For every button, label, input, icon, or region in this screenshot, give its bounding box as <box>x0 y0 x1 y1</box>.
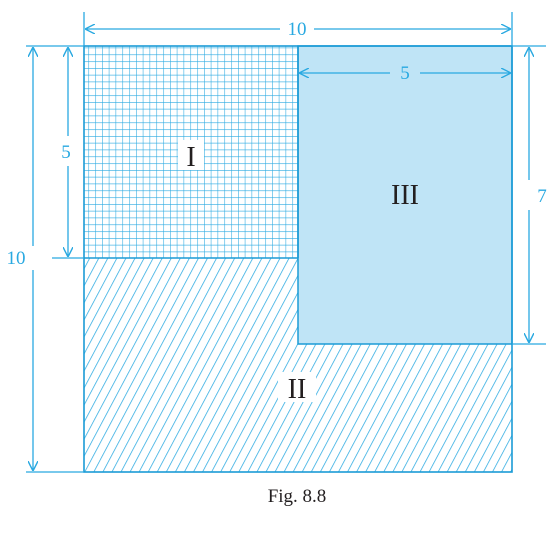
region-i-label: I <box>186 142 195 173</box>
region-i-label-bg <box>178 140 204 170</box>
top-dim-label: 10 <box>288 19 307 40</box>
inner-dim-label: 5 <box>400 63 410 84</box>
figure-caption: Fig. 8.8 <box>268 486 327 507</box>
region-iii-label: III <box>391 180 419 211</box>
right-dim-label: 7 <box>537 186 547 207</box>
left-dim-label: 10 <box>7 248 26 269</box>
region-iii-rect <box>297 45 513 345</box>
left-inner-label: 5 <box>61 142 71 163</box>
region-ii-label-bg <box>278 372 316 402</box>
region-ii-label: II <box>288 374 307 405</box>
